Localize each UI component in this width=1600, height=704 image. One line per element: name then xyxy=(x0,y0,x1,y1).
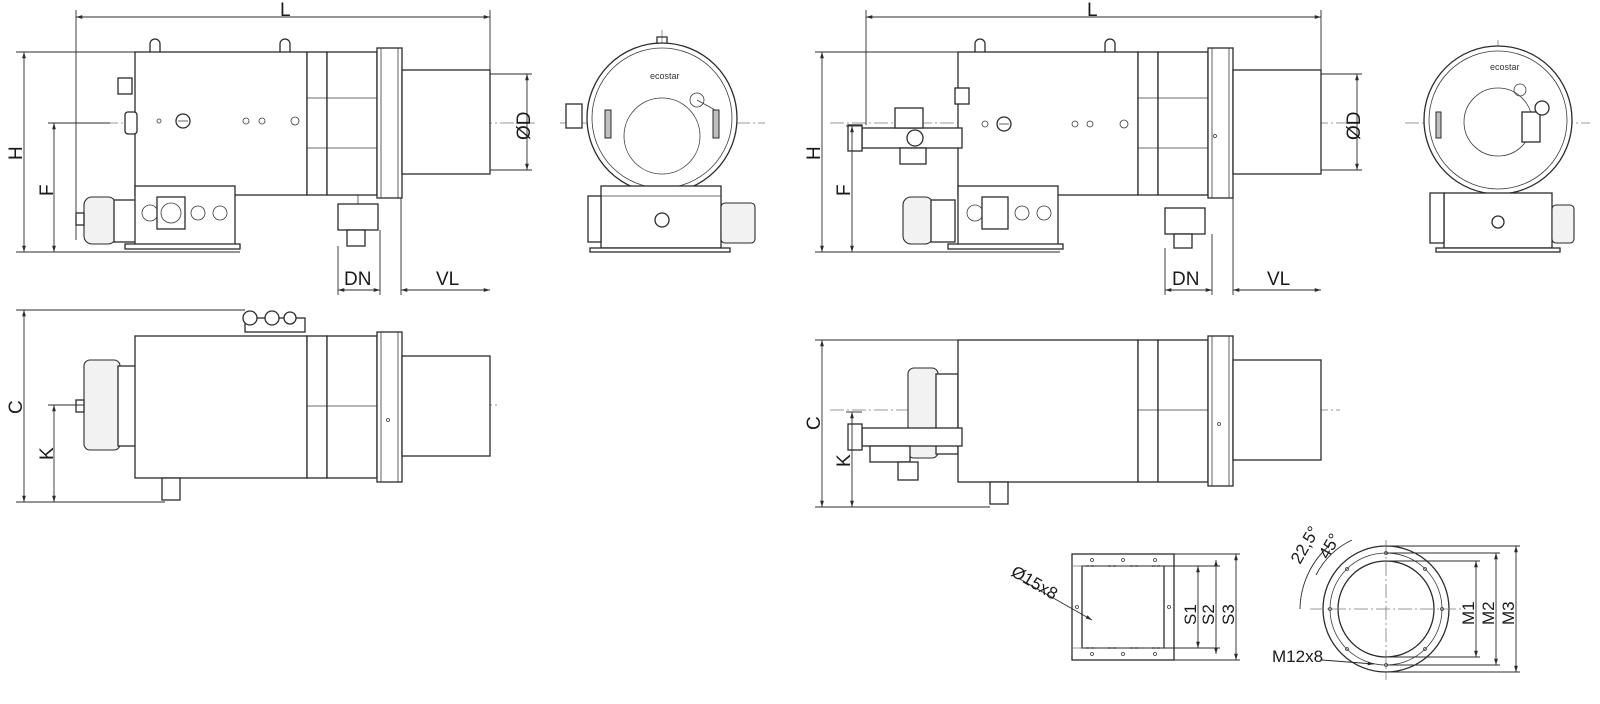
top-view-2: C K xyxy=(804,335,1340,508)
dim-label-M3: M3 xyxy=(1499,601,1518,625)
dim-label-VL: VL xyxy=(436,269,459,290)
square-flange-detail: Ø15x8 S1 S2 S3 xyxy=(1008,553,1240,661)
front-view-1: ecostar xyxy=(560,30,765,253)
top-view-1: C K xyxy=(6,309,500,503)
dim-label-bolt: M12x8 xyxy=(1272,647,1323,666)
dim-label-F-2: F xyxy=(834,184,855,196)
dim-label-K-2: K xyxy=(834,454,855,467)
dim-label-M2: M2 xyxy=(1479,601,1498,625)
logo-text: ecostar xyxy=(650,71,680,81)
dim-label-hole: Ø15x8 xyxy=(1008,562,1061,604)
logo-text-2: ecostar xyxy=(1490,62,1520,72)
dim-label-S2: S2 xyxy=(1199,604,1218,625)
dim-label-K: K xyxy=(37,447,58,460)
dim-label-F: F xyxy=(37,184,58,196)
dim-label-L-2: L xyxy=(1087,0,1098,21)
dim-label-DN: DN xyxy=(344,269,371,290)
side-view-2: L H F ØD DN VL xyxy=(804,0,1365,295)
front-view-2: ecostar xyxy=(1405,40,1590,253)
dim-label-S1: S1 xyxy=(1181,604,1200,625)
dim-label-C: C xyxy=(6,400,27,414)
side-view-1: L H F ØD DN VL xyxy=(6,0,535,295)
dim-label-H-2: H xyxy=(804,146,825,160)
dim-label-S3: S3 xyxy=(1219,604,1238,625)
dim-label-angle1: 22,5° xyxy=(1287,523,1323,567)
round-flange-detail: 22,5° 45° M12x8 M1 M2 M3 xyxy=(1272,523,1520,680)
dim-label-D-2: ØD xyxy=(1344,112,1365,141)
dim-label-VL-2: VL xyxy=(1267,269,1290,290)
dim-label-M1: M1 xyxy=(1459,601,1478,625)
dim-label-H: H xyxy=(6,146,27,160)
dim-label-L: L xyxy=(280,0,291,21)
dim-label-DN-2: DN xyxy=(1172,269,1199,290)
dim-label-C-2: C xyxy=(804,416,825,430)
dim-label-D: ØD xyxy=(514,112,535,141)
